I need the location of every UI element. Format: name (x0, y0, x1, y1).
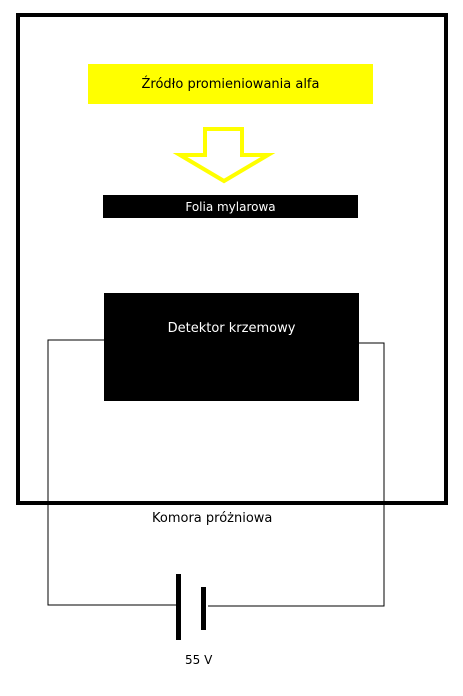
voltage-label: 55 V (185, 653, 213, 667)
battery-plate-long (176, 574, 181, 640)
alpha-source-label: Źródło promieniowania alfa (141, 76, 320, 92)
silicon-detector-label: Detektor krzemowy (167, 321, 296, 336)
alpha-source-box: Źródło promieniowania alfa (88, 64, 373, 104)
battery-plate-short (201, 587, 206, 630)
vacuum-chamber-label: Komora próżniowa (152, 511, 273, 526)
mylar-foil-box: Folia mylarowa (103, 195, 358, 218)
silicon-detector-box: Detektor krzemowy (104, 293, 359, 401)
mylar-foil-label: Folia mylarowa (185, 199, 276, 214)
